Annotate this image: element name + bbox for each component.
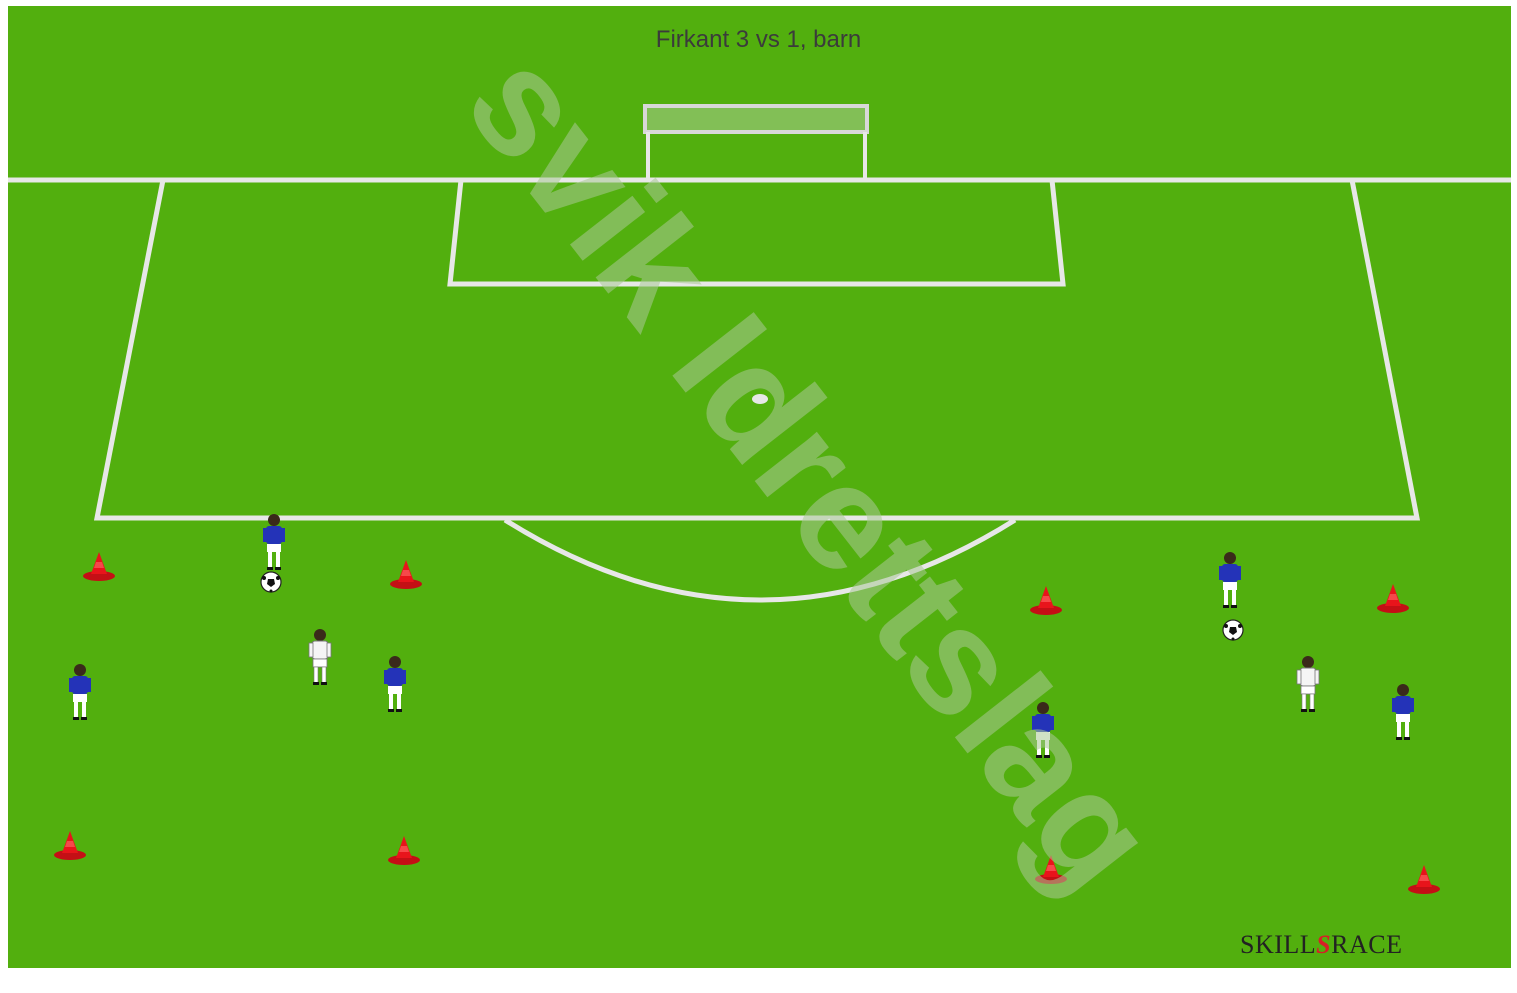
ball bbox=[1223, 620, 1243, 641]
brand-right: RACE bbox=[1331, 930, 1402, 959]
ball bbox=[261, 572, 281, 593]
grass bbox=[8, 6, 1511, 968]
brand-logo: SKILLSRACE bbox=[1240, 930, 1402, 960]
pitch-diagram bbox=[0, 0, 1517, 969]
penalty-spot bbox=[752, 394, 768, 404]
brand-mark: S bbox=[1316, 930, 1331, 959]
diagram-title: Firkant 3 vs 1, barn bbox=[0, 26, 1517, 54]
brand-left: SKILL bbox=[1240, 930, 1316, 959]
